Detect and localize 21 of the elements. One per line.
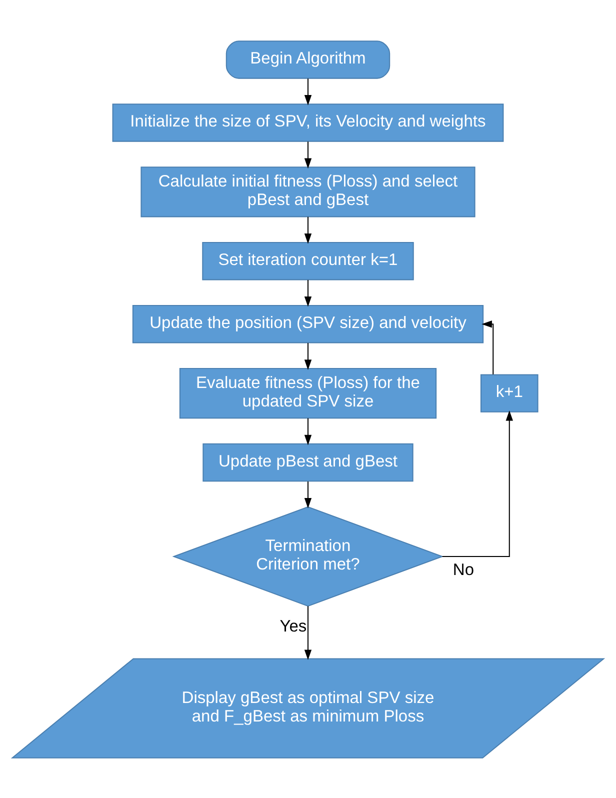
arrow	[304, 141, 312, 168]
node-box: Update pBest and gBest	[202, 442, 414, 482]
arrow	[304, 606, 312, 660]
node-box: Begin Algorithm	[226, 40, 390, 78]
arrow	[304, 342, 312, 370]
arrow	[304, 418, 312, 445]
node-box: Set iteration counter k=1	[202, 242, 414, 280]
node-box: Initialize the size of SPV, its Velocity and weights	[112, 103, 504, 142]
arrow	[304, 280, 312, 306]
node-diamond: Termination Criterion met?	[172, 506, 444, 606]
node-box: Update the position (SPV size) and velocity	[132, 304, 484, 343]
arrow	[304, 216, 312, 244]
edge-label: No	[452, 560, 474, 579]
edge-label: Yes	[280, 616, 307, 635]
arrow	[304, 481, 312, 508]
node-box: Evaluate fitness (Ploss) for the updated SPV size	[179, 368, 437, 418]
node-box: Calculate initial fitness (Ploss) and select pBest and gBest	[140, 166, 476, 217]
arrow	[482, 320, 494, 374]
node-box: k+1	[480, 374, 538, 412]
arrow	[442, 410, 513, 556]
arrow	[304, 78, 312, 105]
